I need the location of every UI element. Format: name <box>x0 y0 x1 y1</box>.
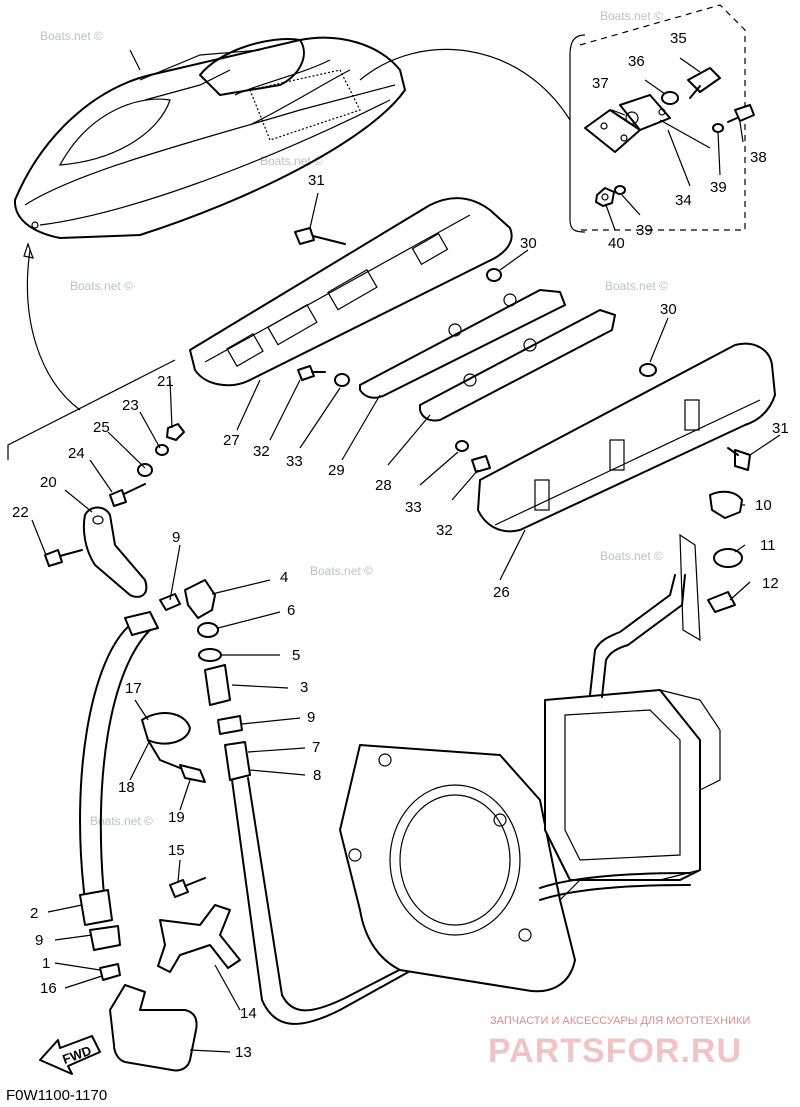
callout-37: 37 <box>592 75 609 92</box>
callout-33a: 33 <box>286 453 303 470</box>
watermark: Boats.net © <box>600 9 663 23</box>
callout-18: 18 <box>118 779 135 796</box>
callout-21: 21 <box>157 373 174 390</box>
callout-24: 24 <box>68 445 85 462</box>
watermark: Boats.net © <box>310 564 373 578</box>
callout-3: 3 <box>300 679 308 696</box>
engine-housing <box>339 574 721 993</box>
callout-30b: 30 <box>660 301 677 318</box>
watermark: Boats.net © <box>70 279 133 293</box>
callout-26: 26 <box>493 584 510 601</box>
callout-39b: 39 <box>636 222 653 239</box>
callout-36: 36 <box>628 53 645 70</box>
bracket-group-line <box>7 359 176 460</box>
callout-14: 14 <box>240 1005 257 1022</box>
callout-9a: 9 <box>172 529 180 546</box>
brand-tagline: ЗАПЧАСТИ И АКСЕССУАРЫ ДЛЯ МОТОТЕХНИКИ <box>490 1015 750 1027</box>
watermark: Boats.net © <box>605 279 668 293</box>
callout-10: 10 <box>755 497 772 514</box>
fasteners <box>294 227 751 473</box>
callout-7: 7 <box>312 739 320 756</box>
exhaust-covers <box>189 197 776 533</box>
callout-9b: 9 <box>307 709 315 726</box>
callout-31a: 31 <box>308 172 325 189</box>
watermark: Boats.net © <box>90 814 153 828</box>
callout-5: 5 <box>292 647 300 664</box>
callout-20: 20 <box>40 474 57 491</box>
callout-19: 19 <box>168 809 185 826</box>
callout-30a: 30 <box>520 235 537 252</box>
callout-12: 12 <box>762 575 779 592</box>
callout-6: 6 <box>287 602 295 619</box>
callout-25: 25 <box>93 419 110 436</box>
callout-17: 17 <box>125 680 142 697</box>
callout-15: 15 <box>168 842 185 859</box>
callout-40: 40 <box>608 235 625 252</box>
callout-29: 29 <box>328 462 345 479</box>
watermark: Boats.net © <box>600 549 663 563</box>
leader-lines <box>31 57 781 1053</box>
watercraft-illustration <box>13 36 571 411</box>
callout-34: 34 <box>675 192 692 209</box>
callout-16: 16 <box>40 980 57 997</box>
diagram-code: F0W1100-1170 <box>6 1087 107 1104</box>
sensor-inset <box>569 4 755 233</box>
callout-11: 11 <box>760 537 776 554</box>
watermark: Boats.net © <box>40 29 103 43</box>
callout-8: 8 <box>313 767 321 784</box>
callout-35: 35 <box>670 30 687 47</box>
callout-9c: 9 <box>35 932 43 949</box>
callout-1: 1 <box>42 955 50 972</box>
brand-watermark: ЗАПЧАСТИ И АКСЕССУАРЫ ДЛЯ МОТОТЕХНИКИ PA… <box>488 1015 750 1070</box>
callout-39a: 39 <box>710 179 727 196</box>
callout-numbers: 35 36 37 38 39 34 39 40 31 30 30 31 27 3… <box>12 30 789 1061</box>
callout-27: 27 <box>223 432 240 449</box>
callout-13: 13 <box>235 1044 252 1061</box>
callout-22: 22 <box>12 504 29 521</box>
callout-28: 28 <box>375 477 392 494</box>
callout-32a: 32 <box>253 443 270 460</box>
callout-33b: 33 <box>405 499 422 516</box>
cooling-hoses <box>79 490 743 1072</box>
callout-23: 23 <box>122 397 139 414</box>
bracket-assembly <box>44 423 185 598</box>
callout-2: 2 <box>30 905 38 922</box>
brand-name: PARTSFOR.RU <box>488 1032 742 1070</box>
callout-31b: 31 <box>772 420 789 437</box>
callout-4: 4 <box>280 569 288 586</box>
callout-38: 38 <box>750 149 767 166</box>
fwd-arrow: FWD <box>39 1035 101 1075</box>
callout-32b: 32 <box>436 522 453 539</box>
